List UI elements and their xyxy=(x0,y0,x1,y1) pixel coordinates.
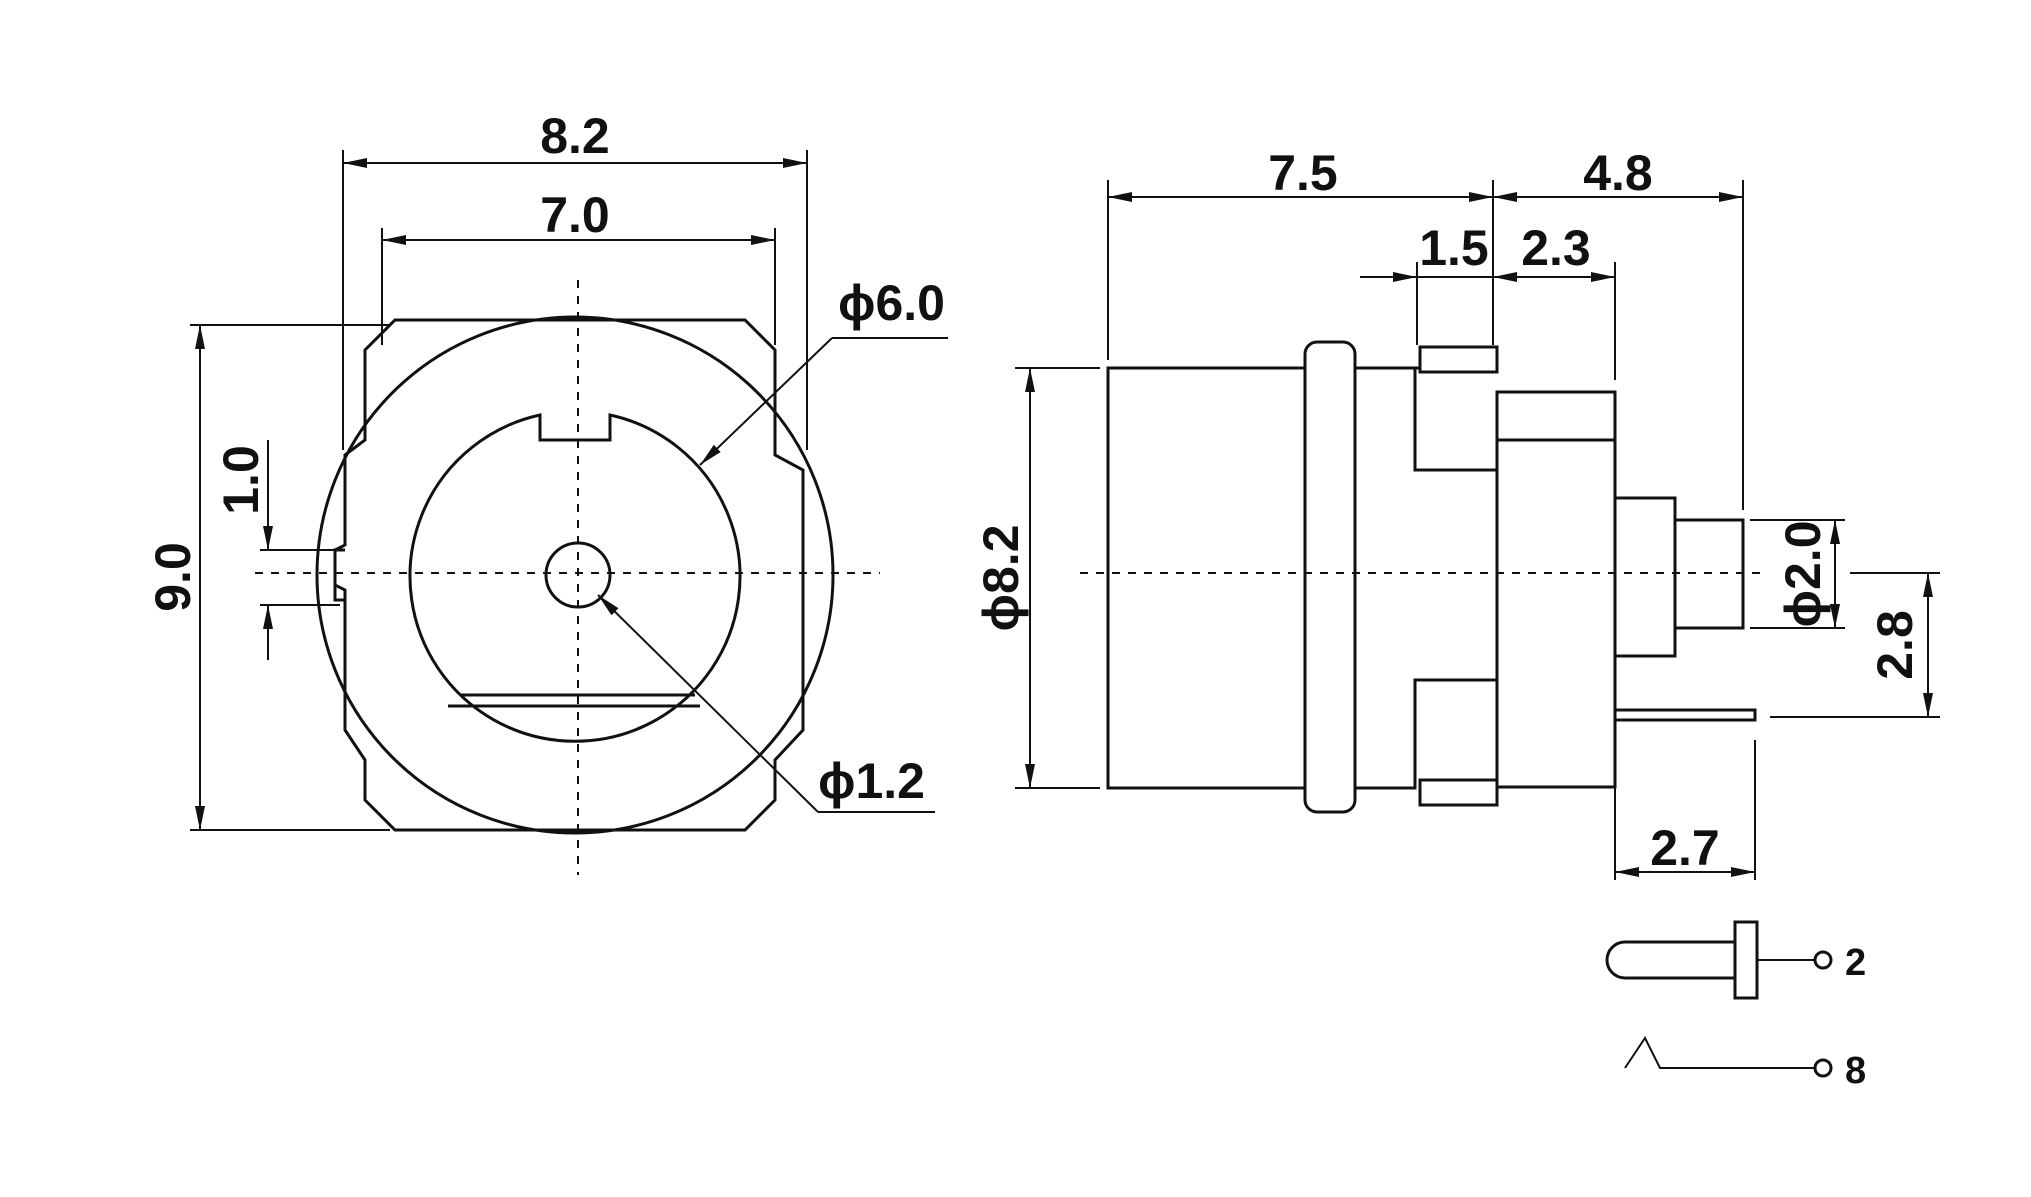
spring-symbol xyxy=(1624,1036,1815,1069)
pin-symbol xyxy=(1605,940,1737,980)
pin-symbol-collar xyxy=(1733,920,1759,1000)
dim-body-diameter: ϕ8.2 xyxy=(973,525,1029,632)
dim-offset: 2.8 xyxy=(1867,610,1923,680)
side-top-tab xyxy=(1418,345,1499,374)
spring-terminal-node xyxy=(1813,1058,1833,1078)
side-top-terminal xyxy=(1495,390,1617,442)
side-pin-step xyxy=(1613,496,1677,658)
side-bottom-tab xyxy=(1418,778,1499,807)
dim-pin-diameter: ϕ1.2 xyxy=(818,753,925,809)
side-view: 7.5 4.8 1.5 2.3 ϕ8.2 ϕ2.0 2.8 2.7 xyxy=(973,145,1940,880)
dim-outer-diameter: ϕ6.0 xyxy=(838,275,945,331)
side-rear-block xyxy=(1495,390,1617,789)
side-flange xyxy=(1303,340,1357,814)
pin-terminal-node xyxy=(1813,950,1833,970)
front-body-outline xyxy=(333,318,805,832)
outer-ring xyxy=(315,315,835,835)
dim-width-inner: 7.0 xyxy=(540,187,610,243)
pin-label: 2 xyxy=(1845,942,1866,984)
dim-height: 9.0 xyxy=(145,542,201,612)
side-main-body xyxy=(1106,366,1307,790)
inner-socket-key xyxy=(538,415,612,442)
dim-width-outer: 8.2 xyxy=(540,108,610,164)
dim-step: 2.3 xyxy=(1521,220,1591,276)
dim-pin-length: 4.8 xyxy=(1583,145,1653,201)
inner-socket xyxy=(408,413,742,743)
front-view: 8.2 7.0 9.0 1.0 ϕ6.0 ϕ1.2 xyxy=(145,108,948,875)
dim-body-length: 7.5 xyxy=(1268,145,1338,201)
side-housing xyxy=(1355,366,1499,790)
spring-label: 8 xyxy=(1845,1050,1866,1092)
side-bottom-terminal xyxy=(1613,708,1757,722)
pin-legend: 2 8 xyxy=(1605,920,1866,1092)
dim-flange: 1.5 xyxy=(1419,220,1489,276)
dim-notch: 1.0 xyxy=(213,445,269,515)
dim-terminal: 2.7 xyxy=(1650,820,1720,876)
dim-tip-diameter: ϕ2.0 xyxy=(1775,521,1831,628)
